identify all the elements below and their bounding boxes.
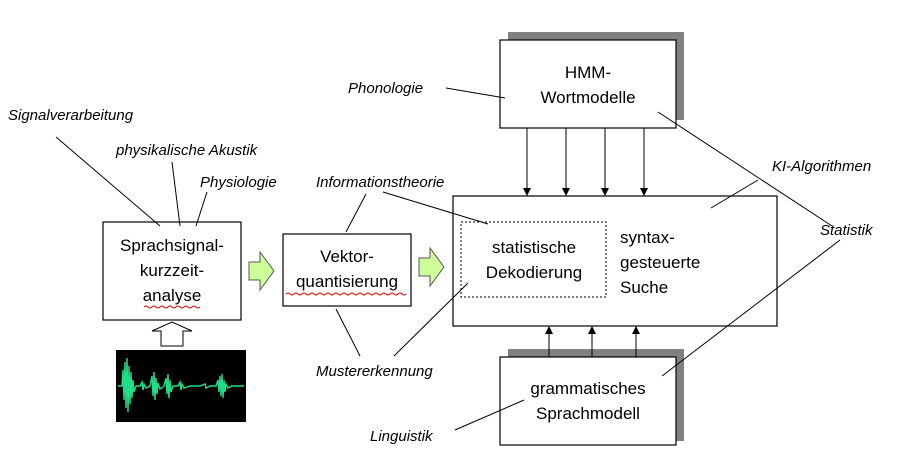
- sprachsignal-box: Sprachsignal- kurzzeit- analyse: [102, 221, 242, 321]
- label-signalverarbeitung: Signalverarbeitung: [8, 107, 134, 124]
- suche-line-1: syntax-: [620, 228, 675, 247]
- hmm-line-2: Wortmodelle: [540, 88, 635, 107]
- speech-waveform-image: [116, 350, 246, 422]
- label-informationstheorie: Informationstheorie: [316, 174, 444, 191]
- connector-linguistik: [454, 399, 525, 431]
- label-linguistik: Linguistik: [370, 428, 434, 445]
- hmm-wortmodelle-box: HMM- Wortmodelle: [499, 39, 677, 129]
- connector-ki: [710, 179, 759, 209]
- connector-informationstheorie-2: [382, 191, 489, 225]
- sprachsignal-line-3: analyse: [143, 286, 202, 305]
- grammatik-line-2: Sprachmodell: [536, 404, 640, 423]
- connector-statistik-1: [657, 111, 833, 227]
- sprachsignal-line-1: Sprachsignal-: [120, 236, 224, 255]
- connector-informationstheorie-1: [345, 193, 367, 233]
- connector-signalverarbeitung: [55, 136, 161, 227]
- connector-mustererkennung-2: [393, 282, 469, 357]
- connector-phonologie: [445, 87, 506, 99]
- connector-mustererkennung-1: [335, 308, 361, 357]
- label-mustererkennung: Mustererkennung: [316, 363, 433, 380]
- connector-akustik: [171, 161, 181, 227]
- vektor-line-2: quantisierung: [296, 272, 398, 291]
- sprachsignal-line-2: kurzzeit-: [140, 261, 204, 280]
- dekodierung-dashed-box: [460, 221, 607, 298]
- label-phonologie: Phonologie: [348, 80, 423, 97]
- vektor-line-1: Vektor-: [320, 247, 374, 266]
- green-arrow-sprachsignal-to-vektor: [248, 250, 275, 292]
- label-physiologie: Physiologie: [200, 174, 277, 191]
- grammatik-line-1: grammatisches: [530, 379, 645, 398]
- hollow-up-arrow: [151, 321, 193, 347]
- spellcheck-underline-analyse: [143, 305, 201, 309]
- suche-line-3: Suche: [620, 278, 668, 297]
- grammatisches-sprachmodell-box: grammatisches Sprachmodell: [499, 356, 677, 446]
- suche-box: statistische Dekodierung syntax- gesteue…: [452, 195, 778, 327]
- waveform-trace: [118, 357, 244, 413]
- hmm-line-1: HMM-: [565, 63, 611, 82]
- label-physikalische-akustik: physikalische Akustik: [115, 142, 259, 159]
- suche-line-2: gesteuerte: [620, 253, 700, 272]
- label-statistik: Statistik: [820, 222, 874, 239]
- dekodierung-line-2: Dekodierung: [486, 263, 582, 282]
- label-ki-algorithmen: KI-Algorithmen: [772, 158, 871, 175]
- connector-statistik-2: [661, 239, 841, 377]
- green-arrow-vektor-to-suche: [418, 246, 445, 288]
- connector-physiologie: [195, 191, 208, 227]
- spellcheck-underline-quantisierung: [285, 292, 407, 296]
- vektor-box: Vektor- quantisierung: [282, 233, 412, 307]
- dekodierung-line-1: statistische: [492, 238, 576, 257]
